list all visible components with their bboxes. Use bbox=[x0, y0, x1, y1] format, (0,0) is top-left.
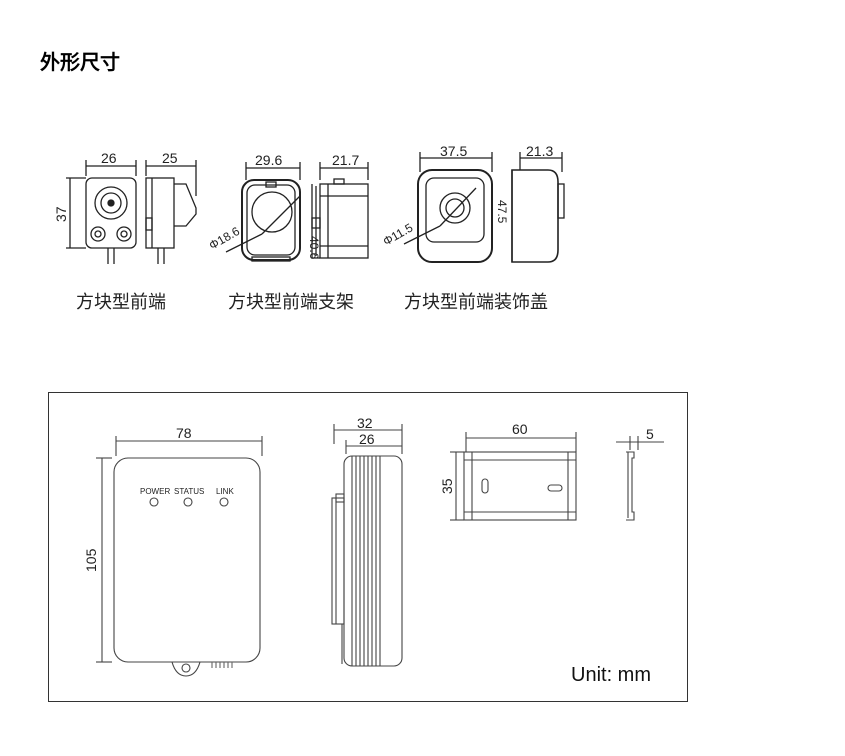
side-outer-depth-label: 32 bbox=[357, 415, 373, 431]
side-inner-depth-label: 26 bbox=[359, 431, 375, 447]
front-end-width-label: 26 bbox=[101, 150, 117, 166]
bracket-width-label: 29.6 bbox=[255, 152, 282, 168]
page-title: 外形尺寸 bbox=[40, 50, 120, 74]
front-end-front-view bbox=[66, 160, 137, 264]
bracket-depth-label: 21.7 bbox=[332, 152, 359, 168]
bracket-side-view bbox=[311, 162, 369, 259]
rail-profile-depth-label: 5 bbox=[646, 426, 654, 442]
rail-height-label: 35 bbox=[439, 478, 455, 494]
front-end-side-view bbox=[145, 160, 197, 264]
front-end-dimension-drawing: 26 25 37 29.6 21.7 40.6 Φ18.6 37.5 21.3 … bbox=[53, 143, 565, 264]
front-end-height-label: 37 bbox=[53, 206, 69, 222]
cover-caption: 方块型前端装饰盖 bbox=[404, 292, 548, 313]
cover-height-label: 47.5 bbox=[495, 200, 509, 224]
led-power-label: POWER bbox=[140, 487, 170, 496]
cover-side-view bbox=[511, 152, 565, 263]
led-status-label: STATUS bbox=[174, 487, 204, 496]
device-drawing-frame bbox=[48, 392, 688, 702]
device-side-view bbox=[331, 424, 403, 667]
unit-label: Unit: mm bbox=[571, 664, 651, 686]
cover-depth-label: 21.3 bbox=[526, 143, 553, 159]
bracket-front-view bbox=[225, 162, 301, 262]
led-link-label: LINK bbox=[216, 487, 234, 496]
front-end-caption: 方块型前端 bbox=[76, 292, 166, 313]
device-front-view bbox=[96, 436, 263, 677]
cover-width-label: 37.5 bbox=[440, 143, 467, 159]
din-rail-profile-view bbox=[616, 436, 664, 521]
device-width-label: 78 bbox=[176, 425, 192, 441]
din-rail-front-view bbox=[450, 432, 577, 521]
bracket-caption: 方块型前端支架 bbox=[228, 292, 354, 313]
device-height-label: 105 bbox=[83, 548, 99, 572]
bracket-height-label: 40.6 bbox=[307, 236, 321, 260]
front-end-depth-label: 25 bbox=[162, 150, 178, 166]
rail-length-label: 60 bbox=[512, 421, 528, 437]
cover-front-view bbox=[403, 152, 493, 263]
